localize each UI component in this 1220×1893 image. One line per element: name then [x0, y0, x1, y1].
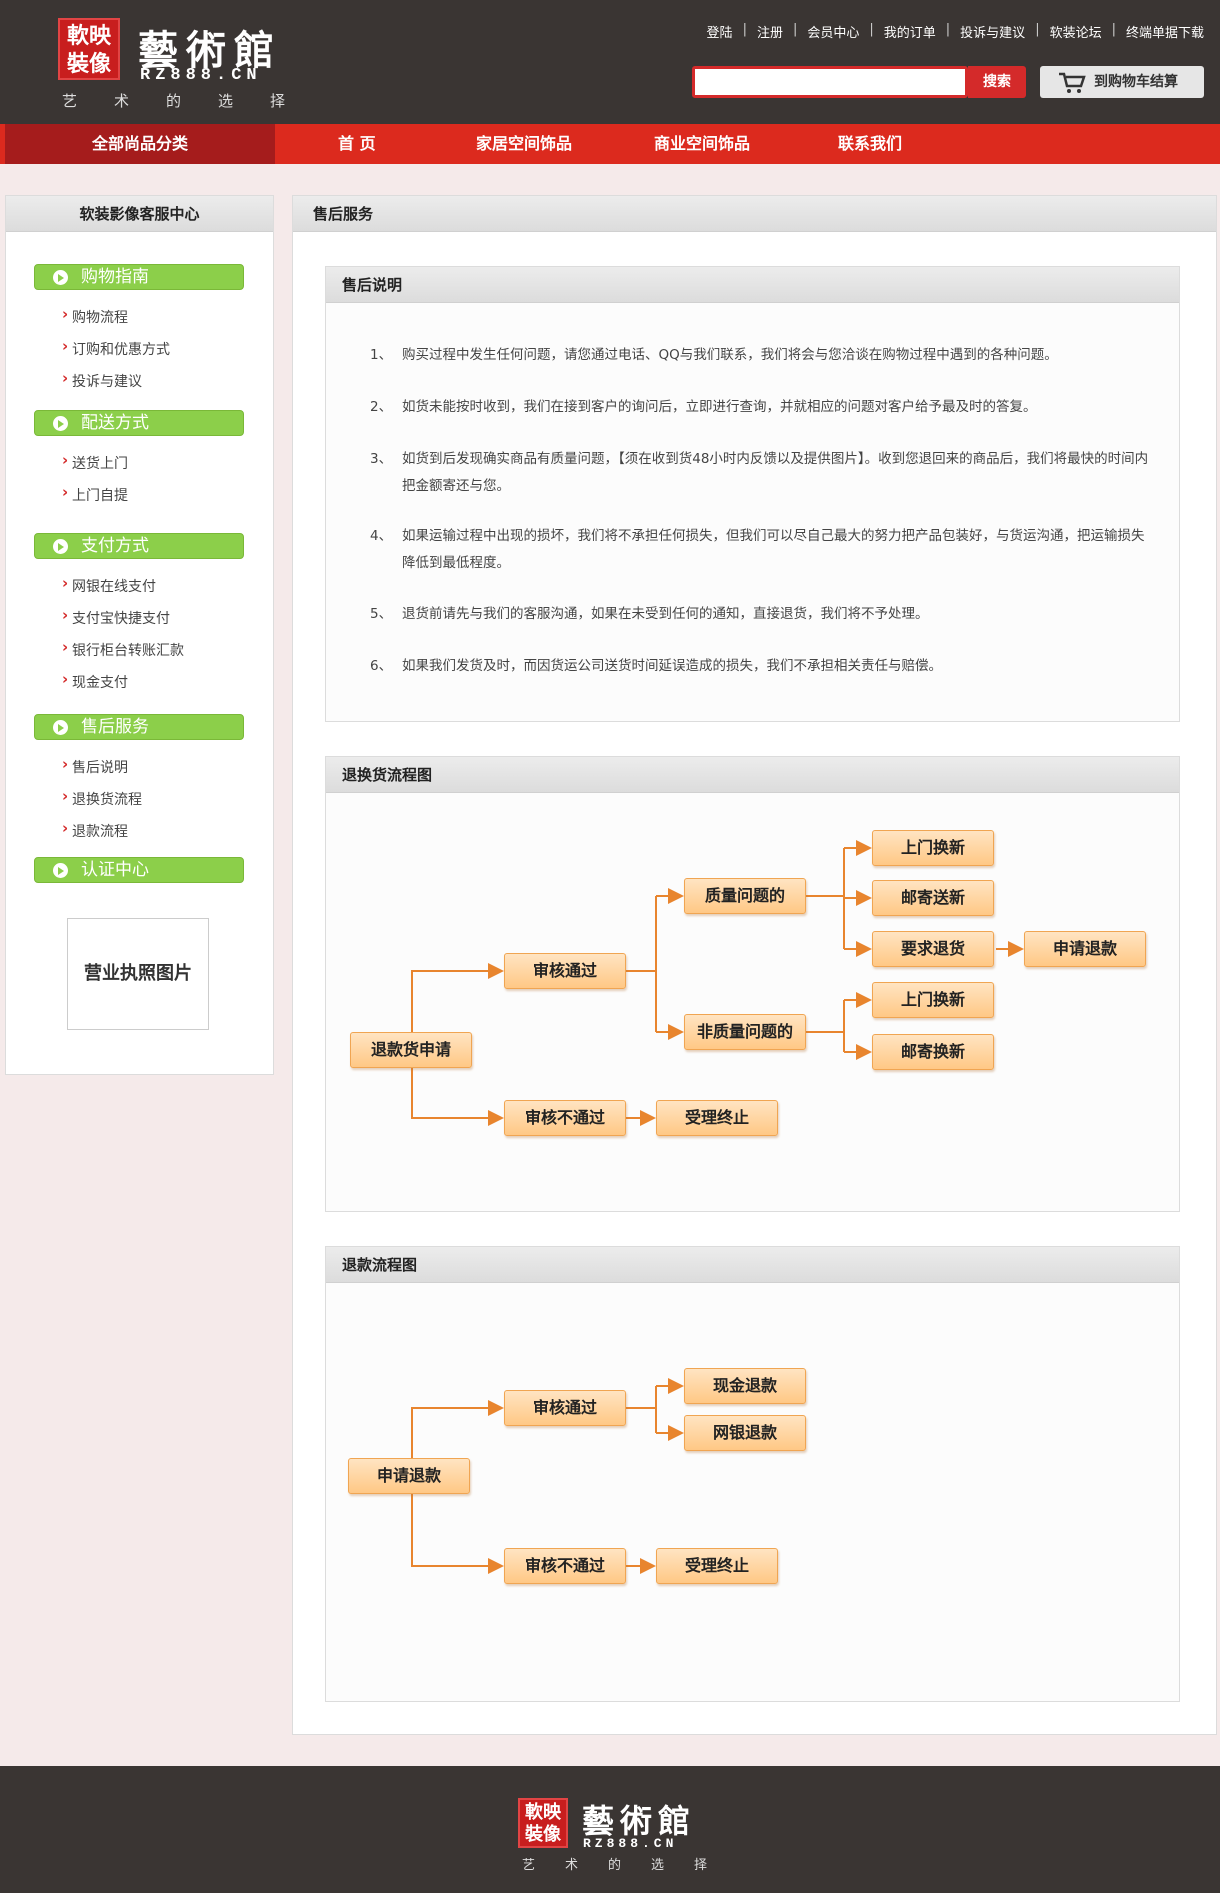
link-download[interactable]: 终端单据下载 — [1125, 26, 1204, 41]
cart-checkout-button[interactable]: 到购物车结算 — [1040, 66, 1204, 98]
play-icon — [53, 270, 68, 285]
footer-seal-logo: 軟映裝像 — [518, 1798, 568, 1848]
refund-flow-panel: 退款流程图 申请退款 审核通过 审核不通过 受理终止 现金退款 网银退款 — [325, 1246, 1180, 1702]
nav-commercial-decor[interactable]: 商业空间饰品 — [654, 134, 751, 153]
sidebar-item-home-delivery[interactable]: 送货上门 — [62, 451, 128, 473]
flow-node-approved: 审核通过 — [504, 1390, 626, 1426]
nav-home[interactable]: 首 页 — [338, 134, 376, 153]
after-sales-notes-panel: 售后说明 1、购买过程中发生任何问题，请您通过电话、QQ与我们联系，我们将会与您… — [325, 266, 1180, 722]
business-license-image[interactable]: 营业执照图片 — [67, 918, 209, 1030]
footer-brand-name: 藝術館 — [582, 1802, 697, 1840]
note-item: 2、如货未能按时收到，我们在接到客户的询问后，立即进行查询，并就相应的问题对客户… — [370, 399, 1037, 415]
sidebar-item-self-pickup[interactable]: 上门自提 — [62, 483, 128, 505]
flow-node-quality-issue: 质量问题的 — [684, 878, 806, 914]
flow-node-mail-new: 邮寄送新 — [872, 880, 994, 916]
sidebar-item-order-discount[interactable]: 订购和优惠方式 — [62, 337, 170, 359]
sidebar-cat-after-sales[interactable]: 售后服务 — [34, 714, 244, 740]
flow-node-request-return: 要求退货 — [872, 931, 994, 967]
link-forum[interactable]: 软装论坛 — [1049, 26, 1102, 41]
play-icon — [53, 416, 68, 431]
note-item: 4、如果运输过程中出现的损坏，我们将不承担任何损失，但我们可以尽自己最大的努力把… — [370, 528, 1145, 571]
play-icon — [53, 539, 68, 554]
search-input[interactable] — [692, 66, 968, 98]
note-item: 6、如果我们发货及时，而因货运公司送货时间延误造成的损失，我们不承担相关责任与赔… — [370, 658, 942, 674]
seal-logo: 軟映裝像 — [58, 18, 120, 80]
notes-title: 售后说明 — [326, 267, 1179, 303]
sidebar-item-complaints[interactable]: 投诉与建议 — [62, 369, 142, 391]
site-footer: 軟映裝像 藝術館 RZ888.CN 艺术的选择 — [0, 1766, 1220, 1893]
brand-tagline: 艺术的选择 — [62, 92, 323, 110]
cart-icon — [1059, 72, 1086, 93]
sidebar-cat-shopping-guide[interactable]: 购物指南 — [34, 264, 244, 290]
flow-node-onsite-replace: 上门换新 — [872, 830, 994, 866]
sidebar-item-online-banking[interactable]: 网银在线支付 — [62, 574, 156, 596]
site-header: 軟映裝像 藝術館 RZ888.CN 艺术的选择 登陆| 注册| 会员中心| 我的… — [0, 0, 1220, 124]
note-item: 5、退货前请先与我们的客服沟通，如果在未受到任何的通知，直接退货，我们将不予处理… — [370, 606, 929, 622]
exchange-flow-arrows — [411, 840, 1024, 1126]
cart-label: 到购物车结算 — [1094, 74, 1178, 90]
flow-node-terminated: 受理终止 — [656, 1548, 778, 1584]
flow-node-non-quality-issue: 非质量问题的 — [684, 1014, 806, 1050]
sidebar-cat-certification[interactable]: 认证中心 — [34, 857, 244, 883]
link-complaints[interactable]: 投诉与建议 — [960, 26, 1026, 41]
flow-node-request-refund: 申请退款 — [1024, 931, 1146, 967]
top-links: 登陆| 注册| 会员中心| 我的订单| 投诉与建议| 软装论坛| 终端单据下载 — [697, 22, 1204, 41]
link-my-orders[interactable]: 我的订单 — [883, 26, 936, 41]
brand-name: 藝術館 — [138, 27, 282, 74]
refund-flow-arrows — [411, 1378, 684, 1574]
sidebar-item-after-sales-notes[interactable]: 售后说明 — [62, 755, 128, 777]
play-icon — [53, 863, 68, 878]
nav-contact[interactable]: 联系我们 — [838, 134, 903, 153]
note-item: 3、如货到后发现确实商品有质量问题，【须在收到货48小时内反馈以及提供图片】。收… — [370, 451, 1149, 494]
footer-brand-url: RZ888.CN — [583, 1836, 678, 1851]
flow-node-cash-refund: 现金退款 — [684, 1368, 806, 1404]
flow-node-approved: 审核通过 — [504, 953, 626, 989]
search-button[interactable]: 搜索 — [968, 66, 1026, 98]
sidebar-item-exchange-flow[interactable]: 退换货流程 — [62, 787, 142, 809]
nav-all-categories[interactable]: 全部尚品分类 — [5, 124, 275, 164]
sidebar-cat-delivery[interactable]: 配送方式 — [34, 410, 244, 436]
nav-home-decor[interactable]: 家居空间饰品 — [476, 134, 573, 153]
play-icon — [53, 720, 68, 735]
footer-tagline: 艺术的选择 — [522, 1858, 738, 1873]
page-title: 售后服务 — [293, 196, 1216, 232]
link-register[interactable]: 注册 — [756, 26, 783, 41]
flow-node-rejected: 审核不通过 — [504, 1548, 626, 1584]
sidebar-item-cash[interactable]: 现金支付 — [62, 670, 128, 692]
sidebar-cat-payment[interactable]: 支付方式 — [34, 533, 244, 559]
flow-node-onsite-replace-2: 上门换新 — [872, 982, 994, 1018]
flow-node-apply-refund: 申请退款 — [348, 1458, 470, 1494]
refund-flow-title: 退款流程图 — [326, 1247, 1179, 1283]
flow-node-bank-refund: 网银退款 — [684, 1415, 806, 1451]
flow-node-apply: 退款货申请 — [350, 1032, 472, 1068]
exchange-flow-title: 退换货流程图 — [326, 757, 1179, 793]
exchange-flow-panel: 退换货流程图 退款货申请 — [325, 756, 1180, 1212]
flow-node-terminated: 受理终止 — [656, 1100, 778, 1136]
sidebar-item-shopping-process[interactable]: 购物流程 — [62, 305, 128, 327]
sidebar-title: 软装影像客服中心 — [6, 196, 273, 232]
sidebar: 软装影像客服中心 购物指南 购物流程 订购和优惠方式 投诉与建议 配送方式 送货… — [5, 195, 274, 1075]
main-content: 售后服务 售后说明 1、购买过程中发生任何问题，请您通过电话、QQ与我们联系，我… — [292, 195, 1217, 1735]
link-login[interactable]: 登陆 — [706, 26, 733, 41]
flow-node-mail-replace: 邮寄换新 — [872, 1034, 994, 1070]
main-nav: 全部尚品分类 首 页 家居空间饰品 商业空间饰品 联系我们 — [0, 124, 1220, 164]
note-item: 1、购买过程中发生任何问题，请您通过电话、QQ与我们联系，我们将会与您洽谈在购物… — [370, 347, 1058, 363]
link-member-center[interactable]: 会员中心 — [807, 26, 860, 41]
sidebar-item-bank-transfer[interactable]: 银行柜台转账汇款 — [62, 638, 184, 660]
flow-node-rejected: 审核不通过 — [504, 1100, 626, 1136]
brand-url: RZ888.CN — [140, 66, 262, 85]
sidebar-item-alipay[interactable]: 支付宝快捷支付 — [62, 606, 170, 628]
sidebar-item-refund-flow[interactable]: 退款流程 — [62, 819, 128, 841]
